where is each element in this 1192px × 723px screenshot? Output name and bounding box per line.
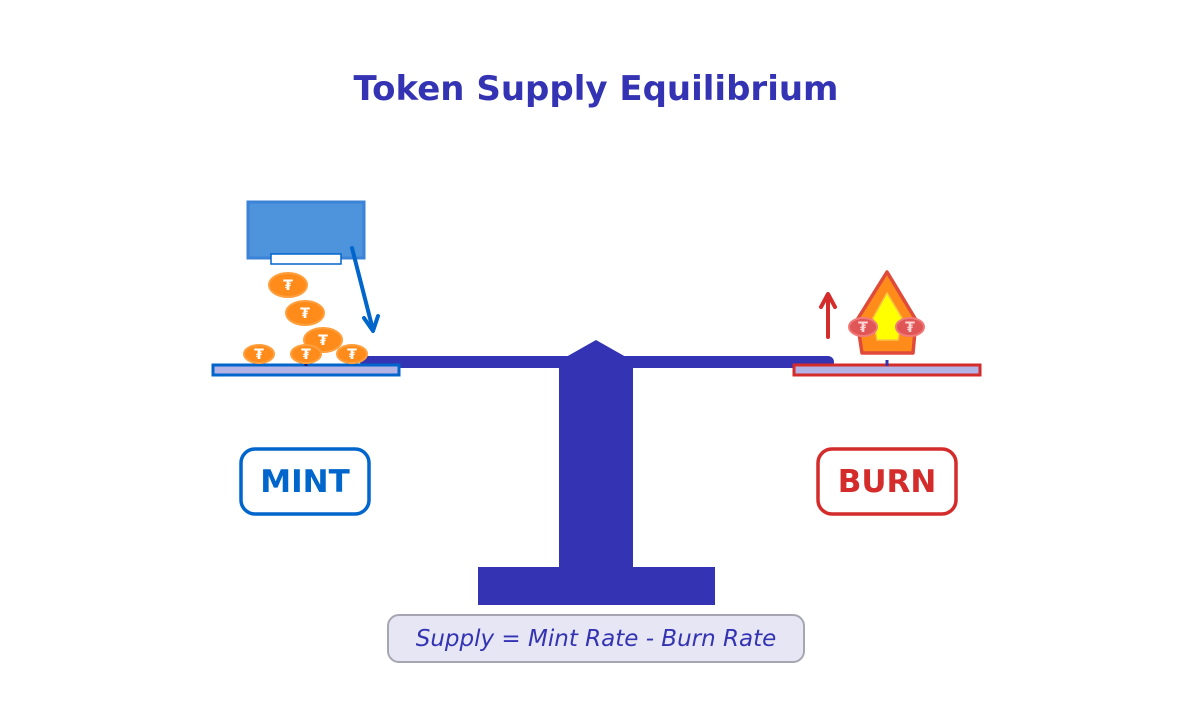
flame-icon: [855, 270, 918, 355]
supply-formula: Supply = Mint Rate - Burn Rate: [387, 614, 805, 663]
balance-scale: [360, 340, 834, 605]
arrow-up-icon: [819, 292, 837, 339]
coin-symbol: ₮: [347, 347, 357, 363]
mint-side: ₮ ₮ ₮ ₮ ₮ ₮ MINT: [211, 200, 401, 516]
mint-pan: [211, 363, 401, 377]
mint-machine-icon: [246, 200, 366, 265]
coin-symbol: ₮: [283, 278, 293, 294]
diagram-title: Token Supply Equilibrium: [354, 69, 839, 109]
coin-icon: ₮: [336, 344, 368, 364]
coin-icon: ₮: [848, 317, 878, 337]
coin-icon: ₮: [285, 300, 325, 326]
scale-pillar: [559, 362, 633, 568]
burn-label-box: [816, 447, 958, 516]
coin-icon: ₮: [895, 317, 925, 337]
coin-icon: ₮: [290, 344, 322, 364]
coin-symbol: ₮: [254, 347, 264, 363]
coin-icon: ₮: [268, 272, 308, 298]
scale-base: [478, 567, 715, 605]
mint-label-box: [239, 447, 371, 516]
mint-coins: ₮ ₮ ₮ ₮ ₮ ₮: [243, 272, 368, 364]
formula-box: [387, 614, 805, 663]
burning-coins: ₮ ₮: [848, 317, 925, 337]
burn-side: ₮ ₮ BURN: [792, 270, 982, 516]
scale-fulcrum: [566, 340, 626, 357]
coin-symbol: ₮: [300, 306, 310, 322]
coin-icon: ₮: [243, 344, 275, 364]
coin-symbol: ₮: [301, 347, 311, 363]
burn-pan: [792, 363, 982, 377]
formula-text: Supply = Mint Rate - Burn Rate: [416, 626, 777, 652]
burn-label: BURN: [838, 464, 937, 500]
mint-label: MINT: [260, 464, 349, 500]
coin-symbol: ₮: [905, 320, 915, 336]
arrow-down-right-icon: [350, 246, 380, 333]
coin-symbol: ₮: [318, 333, 328, 349]
coin-symbol: ₮: [858, 320, 868, 336]
